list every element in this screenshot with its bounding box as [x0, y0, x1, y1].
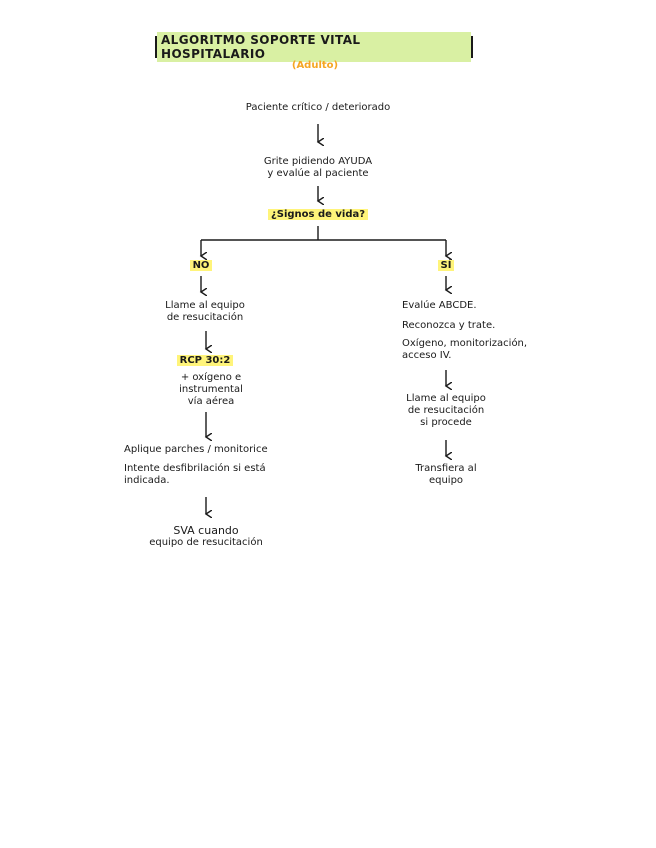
node-rcp-note: + oxígeno e instrumental vía aérea [156, 372, 266, 408]
branch-yes-label: SÍ [437, 260, 455, 271]
rcp-note-line2: instrumental [179, 384, 243, 395]
node-yes-call-team-line3: si procede [420, 417, 472, 428]
node-transfer-line2: equipo [428, 475, 464, 486]
node-defib: Intente desfibrilación si está indicada. [124, 463, 314, 487]
node-decision: ¿Signos de vida? [238, 209, 398, 221]
node-treat: Reconozca y trate. [402, 320, 496, 331]
branch-no-label: NO [189, 260, 213, 271]
node-transfer: Transfiera al equipo [396, 463, 496, 487]
node-call-help-line2: y evalúe al paciente [267, 168, 369, 179]
page-title: ALGORITMO SOPORTE VITAL HOSPITALARIO [157, 32, 471, 62]
node-rcp: RCP 30:2 [160, 355, 250, 367]
node-sva-line2: equipo de resucitación [149, 537, 263, 548]
node-yes-call-team-line1: Llame al equipo [406, 393, 486, 404]
node-sva: SVA cuando equipo de resucitación [126, 525, 286, 549]
node-abcde: Evalúe ABCDE. [402, 300, 477, 311]
decision-label: ¿Signos de vida? [267, 209, 369, 220]
node-transfer-line1: Transfiera al [415, 463, 477, 474]
page-subtitle: (Adulto) [291, 60, 339, 71]
node-defib-line2: indicada. [124, 475, 170, 486]
rcp-note-line1: + oxígeno e [180, 372, 242, 383]
branch-no: NO [176, 260, 226, 272]
node-no-call-team-line2: de resucitación [166, 312, 244, 323]
title-box: ALGORITMO SOPORTE VITAL HOSPITALARIO [155, 32, 473, 62]
node-yes-call-team: Llame al equipo de resucitación si proce… [386, 393, 506, 429]
node-sva-line1: SVA cuando [173, 524, 239, 537]
node-patches: Aplique parches / monitorice [124, 444, 268, 455]
node-start: Paciente crítico / deteriorado [245, 102, 391, 113]
node-defib-line1: Intente desfibrilación si está [124, 463, 266, 474]
node-no-call-team: Llame al equipo de resucitación [140, 300, 270, 324]
rcp-label: RCP 30:2 [176, 355, 234, 366]
node-no-call-team-line1: Llame al equipo [165, 300, 245, 311]
node-oxygen: Oxígeno, monitorización, acceso IV. [402, 338, 572, 362]
node-call-help-line1: Grite pidiendo AYUDA [263, 156, 373, 167]
node-yes-call-team-line2: de resucitación [407, 405, 485, 416]
node-oxygen-line1: Oxígeno, monitorización, [402, 338, 528, 349]
node-call-help: Grite pidiendo AYUDA y evalúe al pacient… [218, 156, 418, 180]
node-oxygen-line2: acceso IV. [402, 350, 452, 361]
branch-yes: SÍ [424, 260, 468, 272]
rcp-note-line3: vía aérea [187, 396, 235, 407]
